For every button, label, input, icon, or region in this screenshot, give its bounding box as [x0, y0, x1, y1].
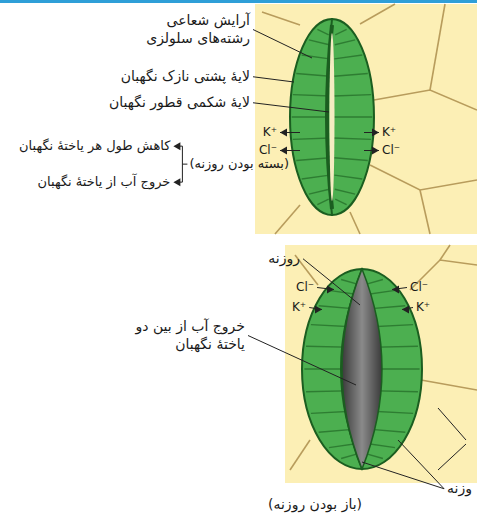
arrowhead: [315, 306, 322, 314]
cellulose-fiber: [334, 116, 373, 117]
cellulose-fiber: [334, 95, 372, 96]
arrowhead: [402, 306, 409, 314]
cellulose-fiber: [296, 158, 330, 161]
ion-label: Cl⁻: [410, 280, 428, 295]
cellulose-fiber: [334, 74, 368, 77]
epidermis-panel: [255, 4, 477, 234]
cellulose-fiber: [309, 40, 329, 45]
pointer-line: [438, 444, 466, 470]
ion-label: Cl⁻: [259, 143, 277, 158]
ion-label: K⁺: [292, 300, 306, 315]
pore: [330, 33, 335, 201]
leader-line: [253, 77, 294, 82]
ion-label: K⁺: [382, 125, 396, 140]
cellulose-fiber: [335, 40, 355, 45]
arrowhead: [327, 286, 334, 294]
cellulose-fiber: [335, 29, 346, 34]
cellulose-fiber: [334, 175, 362, 179]
cellulose-fiber: [335, 199, 346, 204]
bracket: [182, 164, 187, 165]
part-label: خروج آب از بین دو یاختهٔ نگهبان: [127, 318, 245, 353]
arrowhead: [372, 147, 379, 155]
ion-label: K⁺: [416, 300, 430, 315]
part-label: خروج آب از یاختهٔ نگهبان: [38, 174, 171, 190]
cellulose-fiber: [317, 199, 328, 204]
ion-label: Cl⁻: [382, 143, 400, 158]
closed-stoma: [290, 19, 374, 215]
part-label: وزنه: [447, 480, 472, 498]
cellulose-fiber: [317, 29, 328, 34]
ion-label: Cl⁻: [296, 280, 314, 295]
top-bar: [0, 0, 477, 3]
pointer-line: [438, 408, 466, 440]
arrowhead: [173, 178, 180, 186]
part-label: لایهٔ شکمی قطور نگهبان: [109, 94, 250, 112]
cellulose-fiber: [296, 74, 330, 77]
cellulose-fiber: [309, 189, 329, 194]
part-label: روزنه: [268, 250, 300, 268]
leader-line: [398, 440, 444, 489]
ion-label: K⁺: [263, 125, 277, 140]
cellulose-fiber: [334, 138, 372, 139]
cellulose-fiber: [334, 55, 362, 59]
leader-line: [248, 336, 356, 386]
leader-line: [253, 30, 312, 59]
guard-cell: [327, 19, 374, 215]
part-label: لایهٔ پشتی نازک نگهبان: [121, 68, 250, 86]
cell-walls: [262, 4, 477, 470]
part-label: (بسته بودن روزنه): [189, 156, 289, 172]
part-label: (باز بودن روزنه): [268, 496, 362, 514]
part-label: آرایش شعاعی رشته‌های سلولزی: [120, 12, 250, 47]
leader-line: [253, 103, 329, 112]
cellulose-fiber: [334, 158, 368, 161]
arrowhead: [280, 147, 287, 155]
guard-cell: [342, 269, 422, 469]
part-label: کاهش طول هر یاختهٔ نگهبان: [19, 138, 170, 154]
cellulose-fiber: [302, 175, 330, 179]
cellulose-fiber: [293, 95, 331, 96]
arrowhead: [173, 142, 180, 150]
cellulose-fiber: [335, 189, 355, 194]
guard-cell: [290, 19, 337, 215]
pore: [342, 269, 382, 469]
epidermis-panel: [285, 245, 477, 483]
arrowhead: [392, 286, 399, 294]
cellulose-fiber: [293, 138, 331, 139]
cellulose-fiber: [292, 116, 331, 117]
guard-cell: [302, 269, 382, 469]
arrowhead: [280, 129, 287, 137]
arrowhead: [372, 129, 379, 137]
